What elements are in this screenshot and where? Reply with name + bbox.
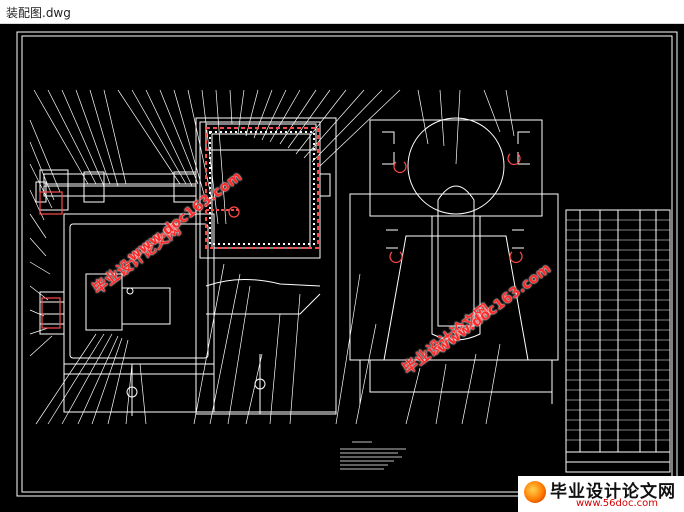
site-badge: 毕业设计论文网 www.56doc.com — [518, 476, 684, 512]
title-bar: 装配图.dwg — [0, 0, 684, 24]
outer-frame — [16, 31, 678, 497]
file-title: 装配图.dwg — [6, 6, 71, 20]
right-view — [349, 117, 559, 404]
notes-block — [340, 441, 406, 470]
parts-list-rows — [566, 219, 670, 441]
leader-lines — [29, 89, 515, 425]
site-logo-icon — [524, 481, 546, 503]
site-badge-url: www.56doc.com — [576, 498, 659, 509]
hatched-housing — [205, 127, 319, 249]
inner-frame — [21, 35, 673, 493]
drawing-viewport[interactable]: 毕业设计论文网 www.doc163.com 毕业设计论文网 www.doc16… — [0, 24, 684, 512]
red-accents — [39, 153, 523, 329]
site-badge-name: 毕业设计论文网 — [550, 482, 676, 502]
middle-view — [195, 117, 337, 415]
parts-list — [565, 209, 671, 473]
assembly-drawing — [16, 31, 678, 497]
